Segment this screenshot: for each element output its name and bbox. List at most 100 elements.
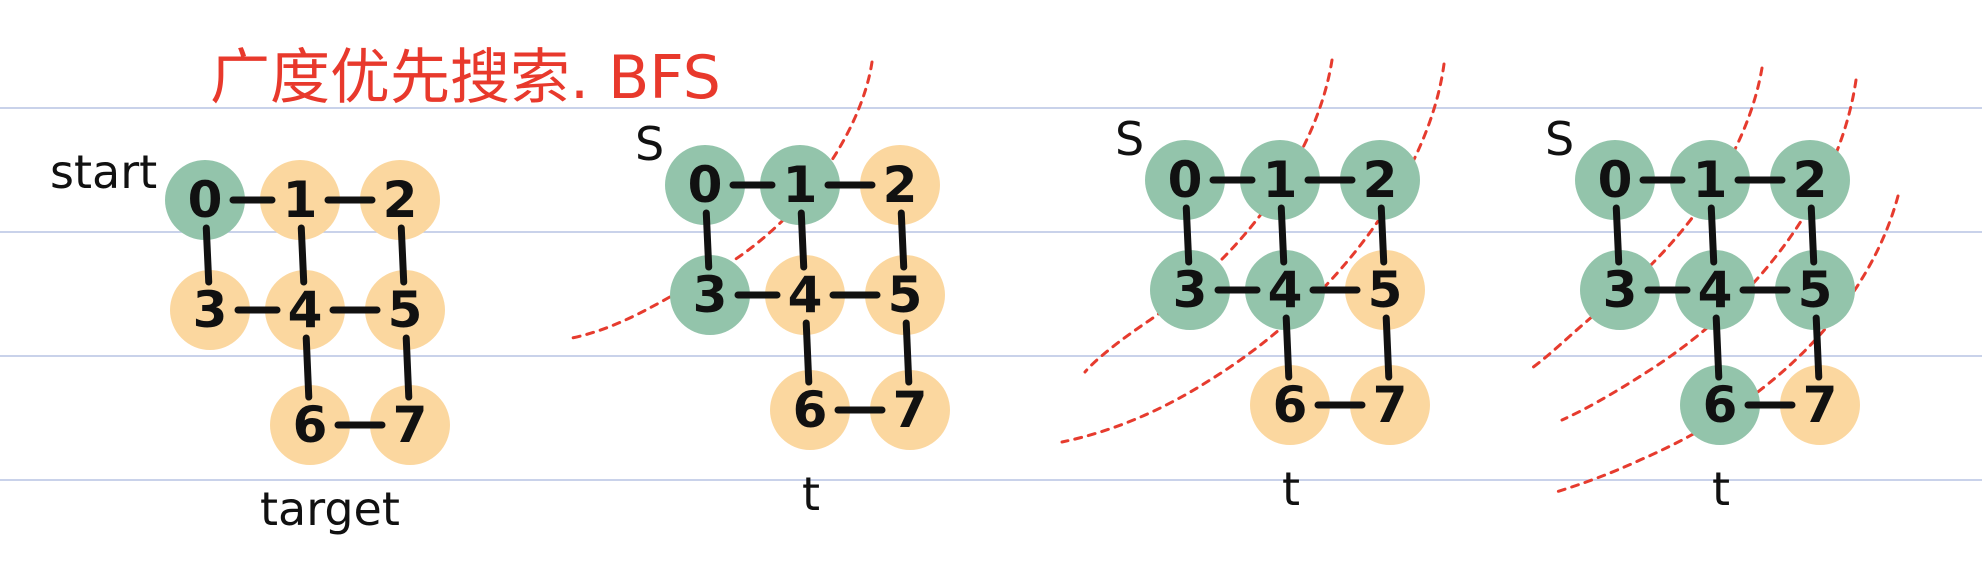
edge-2-5 xyxy=(1377,204,1388,266)
node-3-label: 3 xyxy=(693,266,728,324)
node-6-blob xyxy=(1680,365,1760,445)
edge-0-3 xyxy=(202,224,213,286)
frontier-arcs-panel-2 xyxy=(570,60,874,340)
node-2-label: 2 xyxy=(883,156,918,214)
frontier-arc xyxy=(1554,194,1900,494)
node-6-blob xyxy=(770,370,850,450)
node-5-label: 5 xyxy=(388,281,423,339)
node-7-label: 7 xyxy=(393,396,428,454)
node-4-blob xyxy=(1675,250,1755,330)
edge-1-4 xyxy=(297,224,308,286)
node-3-blob xyxy=(170,270,250,350)
source-label: S xyxy=(635,117,664,171)
edge-4-6 xyxy=(1712,314,1723,381)
edge-2-5 xyxy=(1807,204,1818,266)
node-0-blob xyxy=(1145,140,1225,220)
node-4-label: 4 xyxy=(1698,261,1733,319)
node-0-label: 0 xyxy=(1168,151,1203,209)
node-1-blob xyxy=(760,145,840,225)
node-0-label: 0 xyxy=(188,171,223,229)
node-2-blob xyxy=(1770,140,1850,220)
node-4-blob xyxy=(765,255,845,335)
source-label: S xyxy=(1115,112,1144,166)
frontier-arc xyxy=(1060,62,1446,444)
node-6-blob xyxy=(1250,365,1330,445)
node-6-label: 6 xyxy=(1273,376,1308,434)
node-0-blob xyxy=(1575,140,1655,220)
target-label: t xyxy=(1712,462,1730,516)
edge-4-6 xyxy=(802,319,813,386)
node-4-label: 4 xyxy=(788,266,823,324)
node-2-label: 2 xyxy=(1793,151,1828,209)
edge-0-3 xyxy=(1182,204,1193,266)
source-label: S xyxy=(1545,112,1574,166)
edge-4-6 xyxy=(1282,314,1293,381)
node-3-blob xyxy=(1150,250,1230,330)
bfs-panel-2: 0 1 2 3 4 5 6 7 St xyxy=(635,117,950,521)
node-2-blob xyxy=(360,160,440,240)
edge-5-7 xyxy=(1812,314,1823,381)
node-1-label: 1 xyxy=(1263,151,1298,209)
edge-0-3 xyxy=(1612,204,1623,266)
target-label: t xyxy=(1282,462,1300,516)
node-5-label: 5 xyxy=(1368,261,1403,319)
node-6-label: 6 xyxy=(793,381,828,439)
node-4-label: 4 xyxy=(1268,261,1303,319)
node-2-label: 2 xyxy=(383,171,418,229)
edge-1-4 xyxy=(1277,204,1288,266)
node-5-blob xyxy=(1345,250,1425,330)
node-0-blob xyxy=(665,145,745,225)
node-3-label: 3 xyxy=(193,281,228,339)
edge-5-7 xyxy=(1382,314,1393,381)
node-5-label: 5 xyxy=(1798,261,1833,319)
frontier-arc xyxy=(570,60,874,340)
node-7-label: 7 xyxy=(1803,376,1838,434)
node-2-blob xyxy=(1340,140,1420,220)
node-7-blob xyxy=(370,385,450,465)
node-2-label: 2 xyxy=(1363,151,1398,209)
node-3-blob xyxy=(670,255,750,335)
node-1-label: 1 xyxy=(783,156,818,214)
node-6-blob xyxy=(270,385,350,465)
node-3-label: 3 xyxy=(1603,261,1638,319)
node-5-blob xyxy=(1775,250,1855,330)
node-0-blob xyxy=(165,160,245,240)
node-7-blob xyxy=(870,370,950,450)
ruled-lines xyxy=(0,107,1982,481)
node-1-label: 1 xyxy=(283,171,318,229)
node-6-label: 6 xyxy=(1703,376,1738,434)
node-3-blob xyxy=(1580,250,1660,330)
node-5-label: 5 xyxy=(888,266,923,324)
edge-2-5 xyxy=(897,209,908,271)
node-1-blob xyxy=(260,160,340,240)
node-4-blob xyxy=(1245,250,1325,330)
edge-5-7 xyxy=(902,319,913,386)
node-5-blob xyxy=(365,270,445,350)
node-0-label: 0 xyxy=(688,156,723,214)
edge-5-7 xyxy=(402,334,413,401)
node-7-blob xyxy=(1780,365,1860,445)
frontier-arc xyxy=(1560,78,1858,422)
node-1-blob xyxy=(1240,140,1320,220)
edge-2-5 xyxy=(397,224,408,286)
node-7-label: 7 xyxy=(1373,376,1408,434)
node-7-blob xyxy=(1350,365,1430,445)
diagram-title: 广度优先搜索. BFS xyxy=(210,43,721,113)
node-1-blob xyxy=(1670,140,1750,220)
source-label: start xyxy=(50,145,157,199)
node-6-label: 6 xyxy=(293,396,328,454)
target-label: target xyxy=(260,482,400,536)
node-0-label: 0 xyxy=(1598,151,1633,209)
node-7-label: 7 xyxy=(893,381,928,439)
edge-1-4 xyxy=(797,209,808,271)
edge-0-3 xyxy=(702,209,713,271)
node-4-blob xyxy=(265,270,345,350)
target-label: t xyxy=(802,467,820,521)
edge-4-6 xyxy=(302,334,313,401)
